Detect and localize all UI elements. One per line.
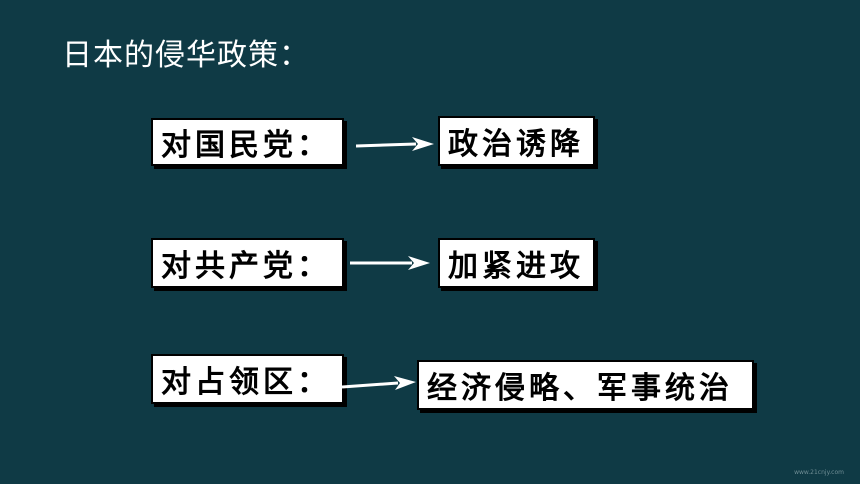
arrow-right-icon [356, 137, 434, 151]
slide-title: 日本的侵华政策： [62, 38, 310, 73]
policy-box-occupied: 经济侵略、军事统治 [417, 360, 754, 410]
arrow-right-icon [350, 256, 430, 270]
arrow-right-icon [342, 376, 416, 390]
target-box-ccp: 对共产党： [151, 238, 344, 288]
target-box-kmt: 对国民党： [151, 118, 344, 166]
watermark: www.21cnjy.com [794, 469, 844, 476]
policy-box-kmt: 政治诱降 [438, 116, 595, 166]
policy-box-ccp: 加紧进攻 [438, 238, 595, 288]
target-box-occupied: 对占领区： [151, 354, 344, 404]
